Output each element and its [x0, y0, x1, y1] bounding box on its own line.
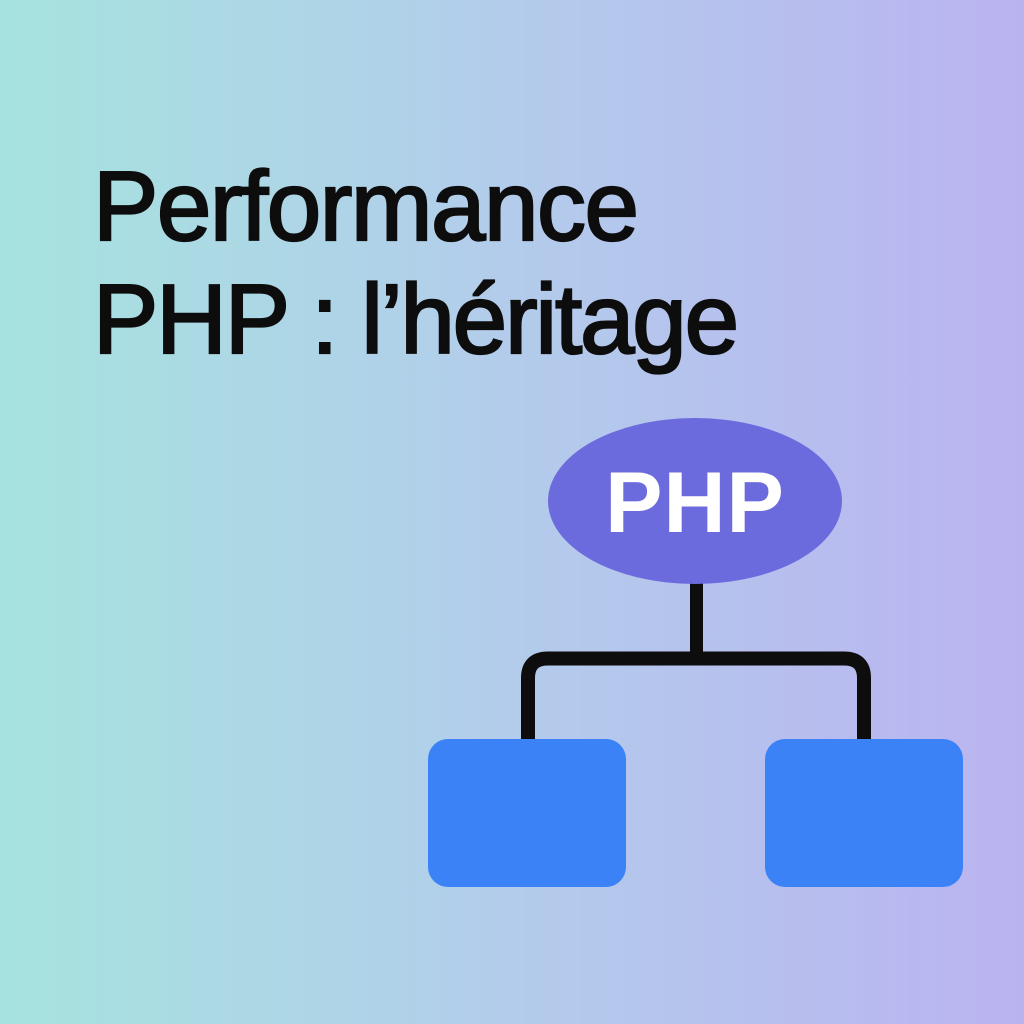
branch-line [521, 651, 871, 742]
title-line-2: PHP : l’héritage [92, 263, 740, 375]
child-node-right [765, 739, 963, 887]
root-node-label: PHP [605, 455, 785, 551]
child-node-left [428, 739, 626, 887]
title-line-1: Performance [92, 150, 640, 262]
page-title: Performance PHP : l’héritage [92, 150, 740, 376]
root-node-php: PHP [548, 418, 842, 584]
